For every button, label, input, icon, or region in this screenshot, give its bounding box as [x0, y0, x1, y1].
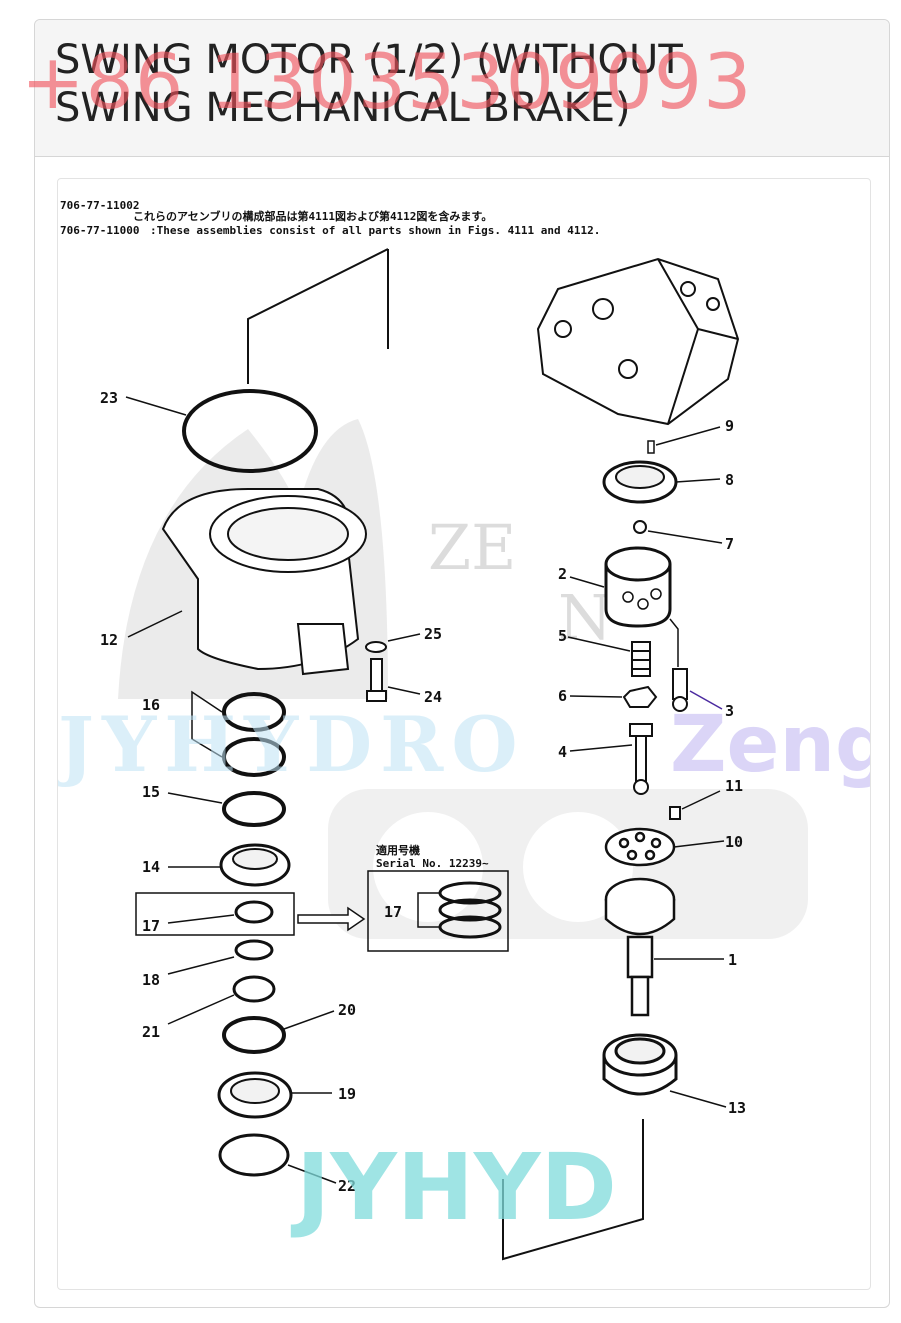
label-14: 14	[142, 858, 160, 876]
label-8: 9	[725, 417, 734, 435]
label-25: 25	[424, 625, 442, 643]
page-title: SWING MOTOR (1/2) (WITHOUT SWING MECHANI…	[55, 37, 683, 131]
label-2: 3	[725, 702, 734, 720]
diagram-code-1: 706-77-11002	[60, 199, 139, 212]
diagram-header-jp: これらのアセンブリの構成部品は第4111図および第4112図を含みます。	[133, 209, 492, 223]
part-6-ball: 7	[633, 520, 734, 553]
serial-en: Serial No. 12239~	[376, 857, 489, 870]
watermark-zeng: Zeng	[670, 700, 870, 790]
label-23: 23	[100, 389, 118, 407]
part-12-housing: 12	[100, 488, 367, 676]
label-24: 24	[424, 688, 442, 706]
label-10: 1	[728, 951, 737, 969]
part-17-seal-box: 17	[135, 892, 366, 936]
part-20-o-ring: 20	[222, 1001, 356, 1054]
label-1: 2	[558, 565, 567, 583]
card-header: SWING MOTOR (1/2) (WITHOUT SWING MECHANI…	[21, 20, 889, 157]
watermark-jyhydro: JYHYDRO	[58, 700, 526, 789]
part-2-piston: 3	[669, 618, 734, 720]
label-22: 22	[338, 1177, 356, 1195]
label-3: 4	[558, 743, 567, 761]
part-11-screw: 11	[669, 777, 743, 820]
part-23-o-ring: 23	[100, 389, 318, 473]
serial-jp: 適用号機	[376, 843, 420, 857]
part-24-bolt: 24	[366, 658, 442, 706]
watermark-jyhyd: JYHYD	[290, 1134, 617, 1241]
part-16-seals: 16	[142, 690, 286, 777]
part-14-bearing: 14	[142, 843, 291, 887]
diagram-code-2: 706-77-11000	[60, 224, 139, 237]
part-15-ring: 15	[142, 783, 286, 827]
part-18-snap-ring: 18	[142, 939, 274, 989]
part-1-cylinder-block: 2	[558, 546, 672, 628]
part-25-washer: 25	[365, 625, 442, 653]
watermark-ze: ZE	[428, 511, 516, 584]
label-11: 11	[725, 777, 743, 795]
label-18: 18	[142, 971, 160, 989]
valve-body	[536, 257, 740, 426]
label-15: 15	[142, 783, 160, 801]
leader-lines	[247, 248, 644, 1261]
label-17: 17	[142, 917, 160, 935]
part-8-pin: 9	[647, 417, 734, 454]
part-9-retainer-plate: 10	[604, 827, 743, 867]
diagram-header-en: :These assemblies consist of all parts s…	[150, 224, 600, 237]
part-7-valve-plate: 8	[602, 460, 734, 504]
parts-diagram-svg: ZE N 706-77-11002 これらのアセンブリの構成部品は第4111図お…	[58, 199, 870, 1261]
part-22-circlip: 22	[218, 1133, 356, 1195]
phone-watermark: +86 13035309093	[21, 37, 753, 126]
label-13: 13	[728, 1099, 746, 1117]
label-12: 12	[100, 631, 118, 649]
label-20: 20	[338, 1001, 356, 1019]
content-card: SWING MOTOR (1/2) (WITHOUT SWING MECHANI…	[21, 19, 890, 1308]
label-21: 21	[142, 1023, 160, 1041]
serial-callout: 適用号機 Serial No. 12239~ 17	[367, 843, 509, 952]
part-19-seal-carrier: 19	[217, 1071, 356, 1119]
part-4-spring: 5	[558, 627, 651, 677]
watermark-n: N	[558, 581, 612, 654]
label-17b: 17	[384, 903, 402, 921]
part-21-bearing: 21	[142, 975, 276, 1041]
label-19: 19	[338, 1085, 356, 1103]
part-10-shaft: 1	[604, 877, 737, 1017]
label-16: 16	[142, 696, 160, 714]
label-5: 6	[558, 687, 567, 705]
label-4: 5	[558, 627, 567, 645]
label-7: 8	[725, 471, 734, 489]
part-13-bearing: 13	[602, 1033, 746, 1117]
part-5-nut: 6	[558, 685, 658, 708]
parts-diagram: ZE N 706-77-11002 これらのアセンブリの構成部品は第4111図お…	[57, 178, 871, 1290]
part-3-center-shaft: 4	[558, 723, 653, 795]
label-6: 7	[725, 535, 734, 553]
label-9: 10	[725, 833, 743, 851]
